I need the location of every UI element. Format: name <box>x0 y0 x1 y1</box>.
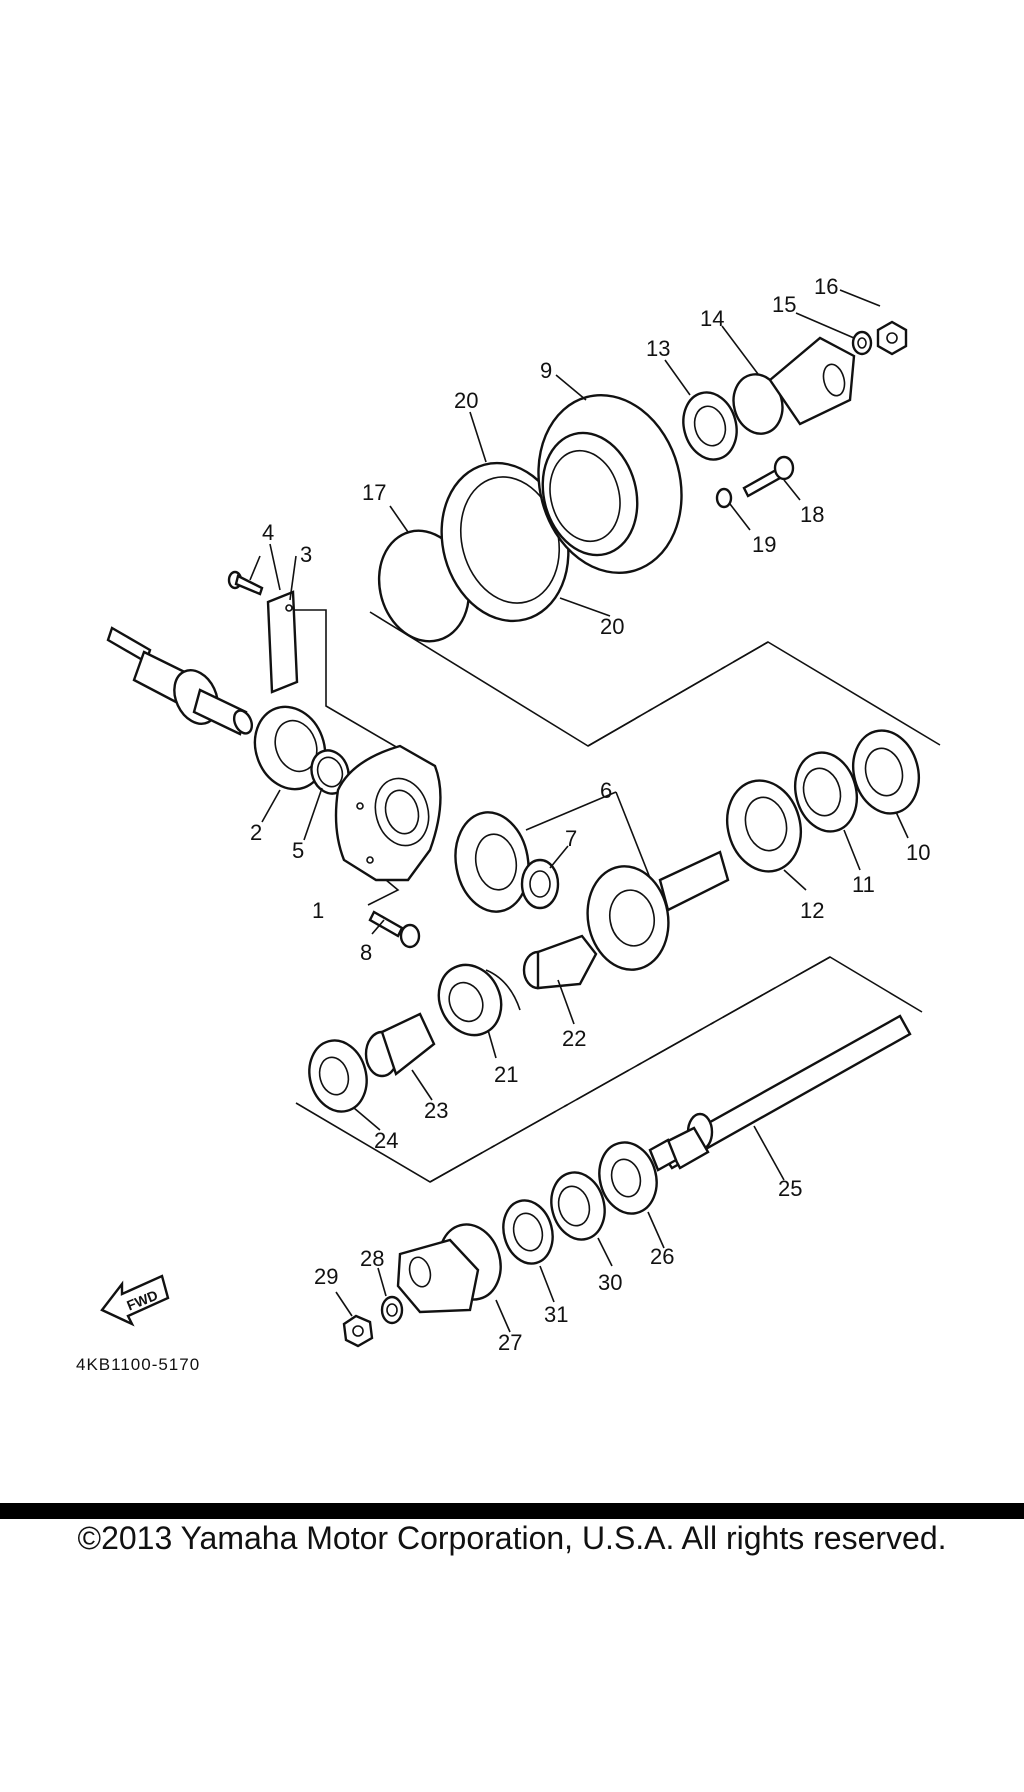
callout-28: 28 <box>360 1246 384 1271</box>
callout-5: 5 <box>292 838 304 863</box>
callout-22: 22 <box>562 1026 586 1051</box>
part-19-washer <box>715 487 733 509</box>
callout-2: 2 <box>250 820 262 845</box>
part-23-collar <box>364 1012 436 1078</box>
part-1-housing <box>334 744 442 882</box>
group-outline-lower <box>295 956 923 1183</box>
callout-3: 3 <box>300 542 312 567</box>
part-24-bearing <box>308 1039 368 1113</box>
copyright-notice: ©2013 Yamaha Motor Corporation, U.S.A. A… <box>77 1520 947 1556</box>
part-31-oil-seal <box>502 1199 554 1265</box>
callout-16: 16 <box>814 274 838 299</box>
callout-labels: 1 2 3 4 5 6 7 8 9 10 11 12 13 14 15 16 1… <box>250 274 930 1355</box>
part-18-bolt <box>742 455 795 498</box>
part-9-bearing-housing <box>537 393 683 575</box>
callout-23: 23 <box>424 1098 448 1123</box>
diagram-reference-code: 4KB1100-5170 <box>76 1355 200 1374</box>
part-5-o-ring <box>310 749 350 795</box>
group-outline-upper-dash <box>587 641 769 747</box>
part-22-sleeve <box>522 934 598 990</box>
callout-12: 12 <box>800 898 824 923</box>
callout-25: 25 <box>778 1176 802 1201</box>
part-26-bearing <box>598 1141 658 1215</box>
callout-26: 26 <box>650 1244 674 1269</box>
part-7-bushing <box>520 858 560 910</box>
part-6-gear-set <box>454 811 730 971</box>
callout-21: 21 <box>494 1062 518 1087</box>
callout-20a: 20 <box>454 388 478 413</box>
callout-20b: 20 <box>600 614 624 639</box>
bracket-outline <box>290 609 399 749</box>
part-13-oil-seal <box>682 391 738 461</box>
part-2-bearing <box>253 705 327 791</box>
callout-15: 15 <box>772 292 796 317</box>
group-outline-lower-dash <box>429 956 831 1183</box>
part-12-bearing <box>726 779 802 873</box>
footer-divider-bar <box>0 1503 1024 1519</box>
part-3-plate <box>266 590 299 694</box>
input-shaft <box>106 626 254 736</box>
callout-8: 8 <box>360 940 372 965</box>
part-15-washer <box>851 330 873 356</box>
part-11-ring-nut <box>794 751 858 833</box>
callout-6: 6 <box>600 778 612 803</box>
part-20-shim <box>440 461 570 623</box>
part-14-yoke <box>732 336 856 435</box>
callout-30: 30 <box>598 1270 622 1295</box>
callout-14: 14 <box>700 306 724 331</box>
part-25-output-shaft <box>648 1014 912 1172</box>
callout-1: 1 <box>312 898 324 923</box>
leader-lines <box>249 289 909 1333</box>
callout-19: 19 <box>752 532 776 557</box>
callout-9: 9 <box>540 358 552 383</box>
group-outline-upper <box>369 611 941 747</box>
callout-7: 7 <box>565 826 577 851</box>
callout-17: 17 <box>362 480 386 505</box>
callout-11: 11 <box>852 872 875 897</box>
callout-24: 24 <box>374 1128 398 1153</box>
callout-13: 13 <box>646 336 670 361</box>
callout-10: 10 <box>906 840 930 865</box>
callout-18: 18 <box>800 502 824 527</box>
part-4-screw <box>227 570 264 596</box>
part-8-bolt <box>368 910 421 949</box>
part-27-yoke <box>396 1223 502 1314</box>
exploded-parts-diagram: 1 2 3 4 5 6 7 8 9 10 11 12 13 14 15 16 1… <box>76 274 941 1374</box>
callout-29: 29 <box>314 1264 338 1289</box>
part-16-nut <box>876 320 908 356</box>
part-28-washer <box>380 1295 404 1325</box>
part-30-ring-nut <box>550 1171 606 1241</box>
part-29-nut <box>342 1314 374 1348</box>
callout-4: 4 <box>262 520 274 545</box>
part-21-spring <box>437 963 521 1037</box>
callout-27: 27 <box>498 1330 522 1355</box>
fwd-arrow-icon: FWD <box>100 1274 170 1327</box>
callout-31: 31 <box>544 1302 568 1327</box>
